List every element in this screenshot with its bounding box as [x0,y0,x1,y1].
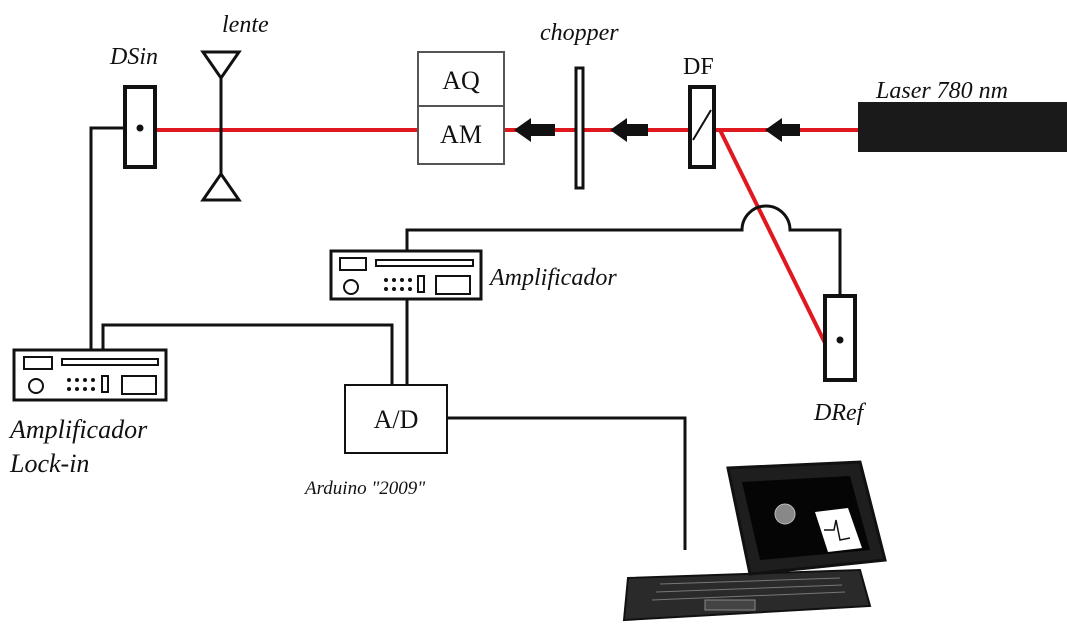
lockin-label-line1: Amplificador [8,415,148,444]
arrow-left-icon [765,118,800,142]
amplificador-label: Amplificador [488,265,617,291]
amplifier-device-icon [329,249,483,301]
chopper-label: chopper [540,20,619,46]
signal-wires [89,126,842,550]
arduino-label: Arduino "2009" [303,478,426,499]
lente-label: lente [222,12,269,38]
arrow-left-icon [610,118,648,142]
detector-icon [823,294,857,382]
ad-label: A/D [374,405,419,434]
ad-converter-box [344,384,448,454]
dref-label: DRef [813,400,867,426]
beam-splitter-icon [688,85,716,169]
laser-source [858,102,1067,152]
detector-icon [123,85,157,169]
df-label: DF [683,54,714,80]
aq-label: AQ [442,66,480,95]
dsin-label: DSin [109,44,158,70]
amplifier-device-icon [12,348,168,402]
laptop-icon [622,460,887,622]
chopper-icon [574,66,585,190]
lens-icon [200,50,242,202]
am-label: AM [440,120,482,149]
lockin-label-line2: Lock-in [9,449,89,478]
laser-label: Laser 780 nm [875,78,1008,104]
sample-box [417,51,505,165]
arrow-left-icon [514,118,555,142]
